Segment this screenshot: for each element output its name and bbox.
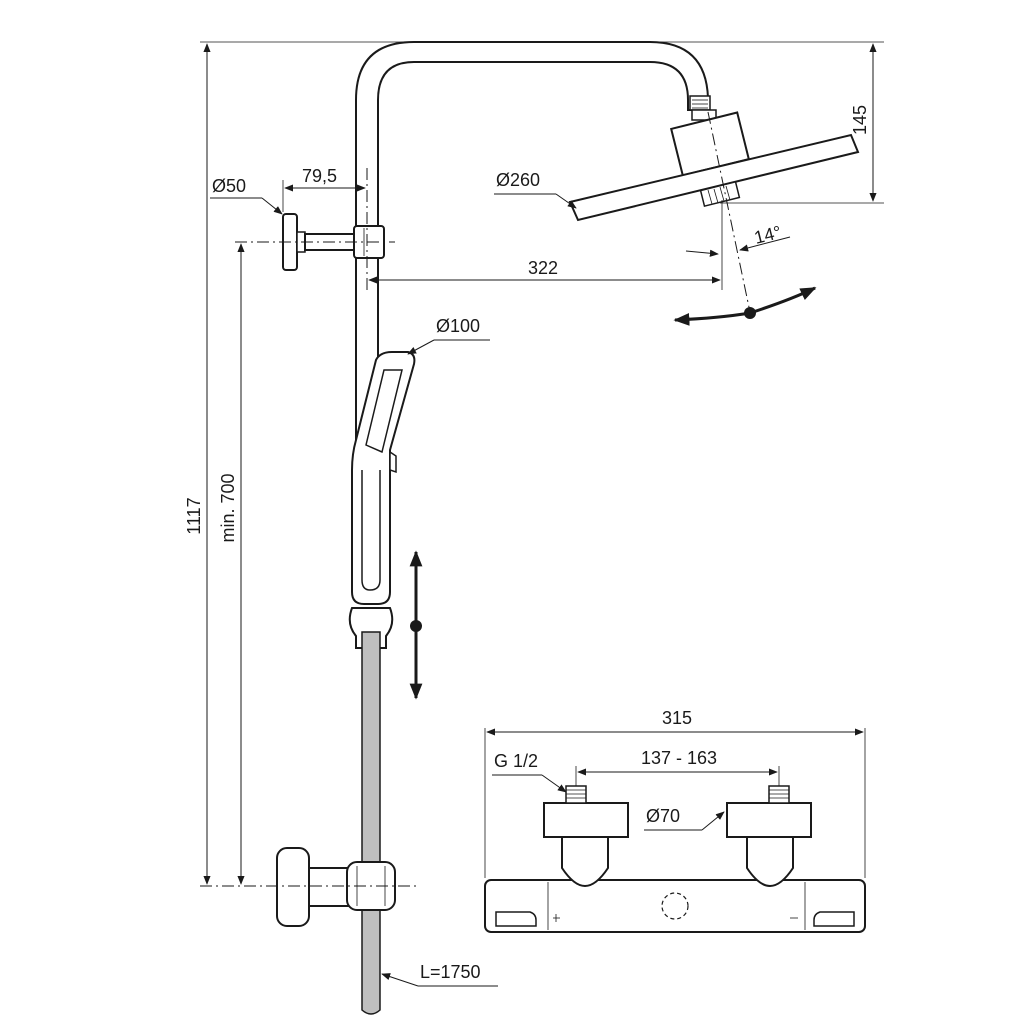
head-shower <box>568 111 860 222</box>
rotation-pivot <box>744 307 756 319</box>
min-height-label: min. 700 <box>218 473 238 542</box>
tilt-label: 14° <box>752 222 783 248</box>
inlet-thread-label: G 1/2 <box>494 751 538 771</box>
inlet-spacing-label: 137 - 163 <box>641 748 717 768</box>
total-height-label: 1117 <box>184 497 204 534</box>
left-inlet <box>543 785 629 888</box>
arm-offset-label: 79,5 <box>302 166 337 186</box>
valve-width-label: 315 <box>662 708 692 728</box>
head-reach-label: 322 <box>528 258 558 278</box>
head-diameter-label: Ø260 <box>496 170 540 190</box>
right-inlet <box>726 785 812 888</box>
slide-pivot <box>410 620 422 632</box>
hand-shower <box>348 351 416 649</box>
wall-outlet <box>276 847 396 927</box>
head-axis-line <box>707 111 751 313</box>
head-height-label: 145 <box>850 105 870 135</box>
thermostatic-valve <box>484 879 866 933</box>
shower-riser <box>355 41 717 600</box>
flange-diameter-label: Ø50 <box>212 176 246 196</box>
tilt-dimension <box>685 249 719 257</box>
hose-length-label: L=1750 <box>420 962 481 982</box>
shower-hose <box>361 631 381 1015</box>
inlet-cover-diameter-label: Ø70 <box>646 806 680 826</box>
hand-shower-diameter-label: Ø100 <box>436 316 480 336</box>
